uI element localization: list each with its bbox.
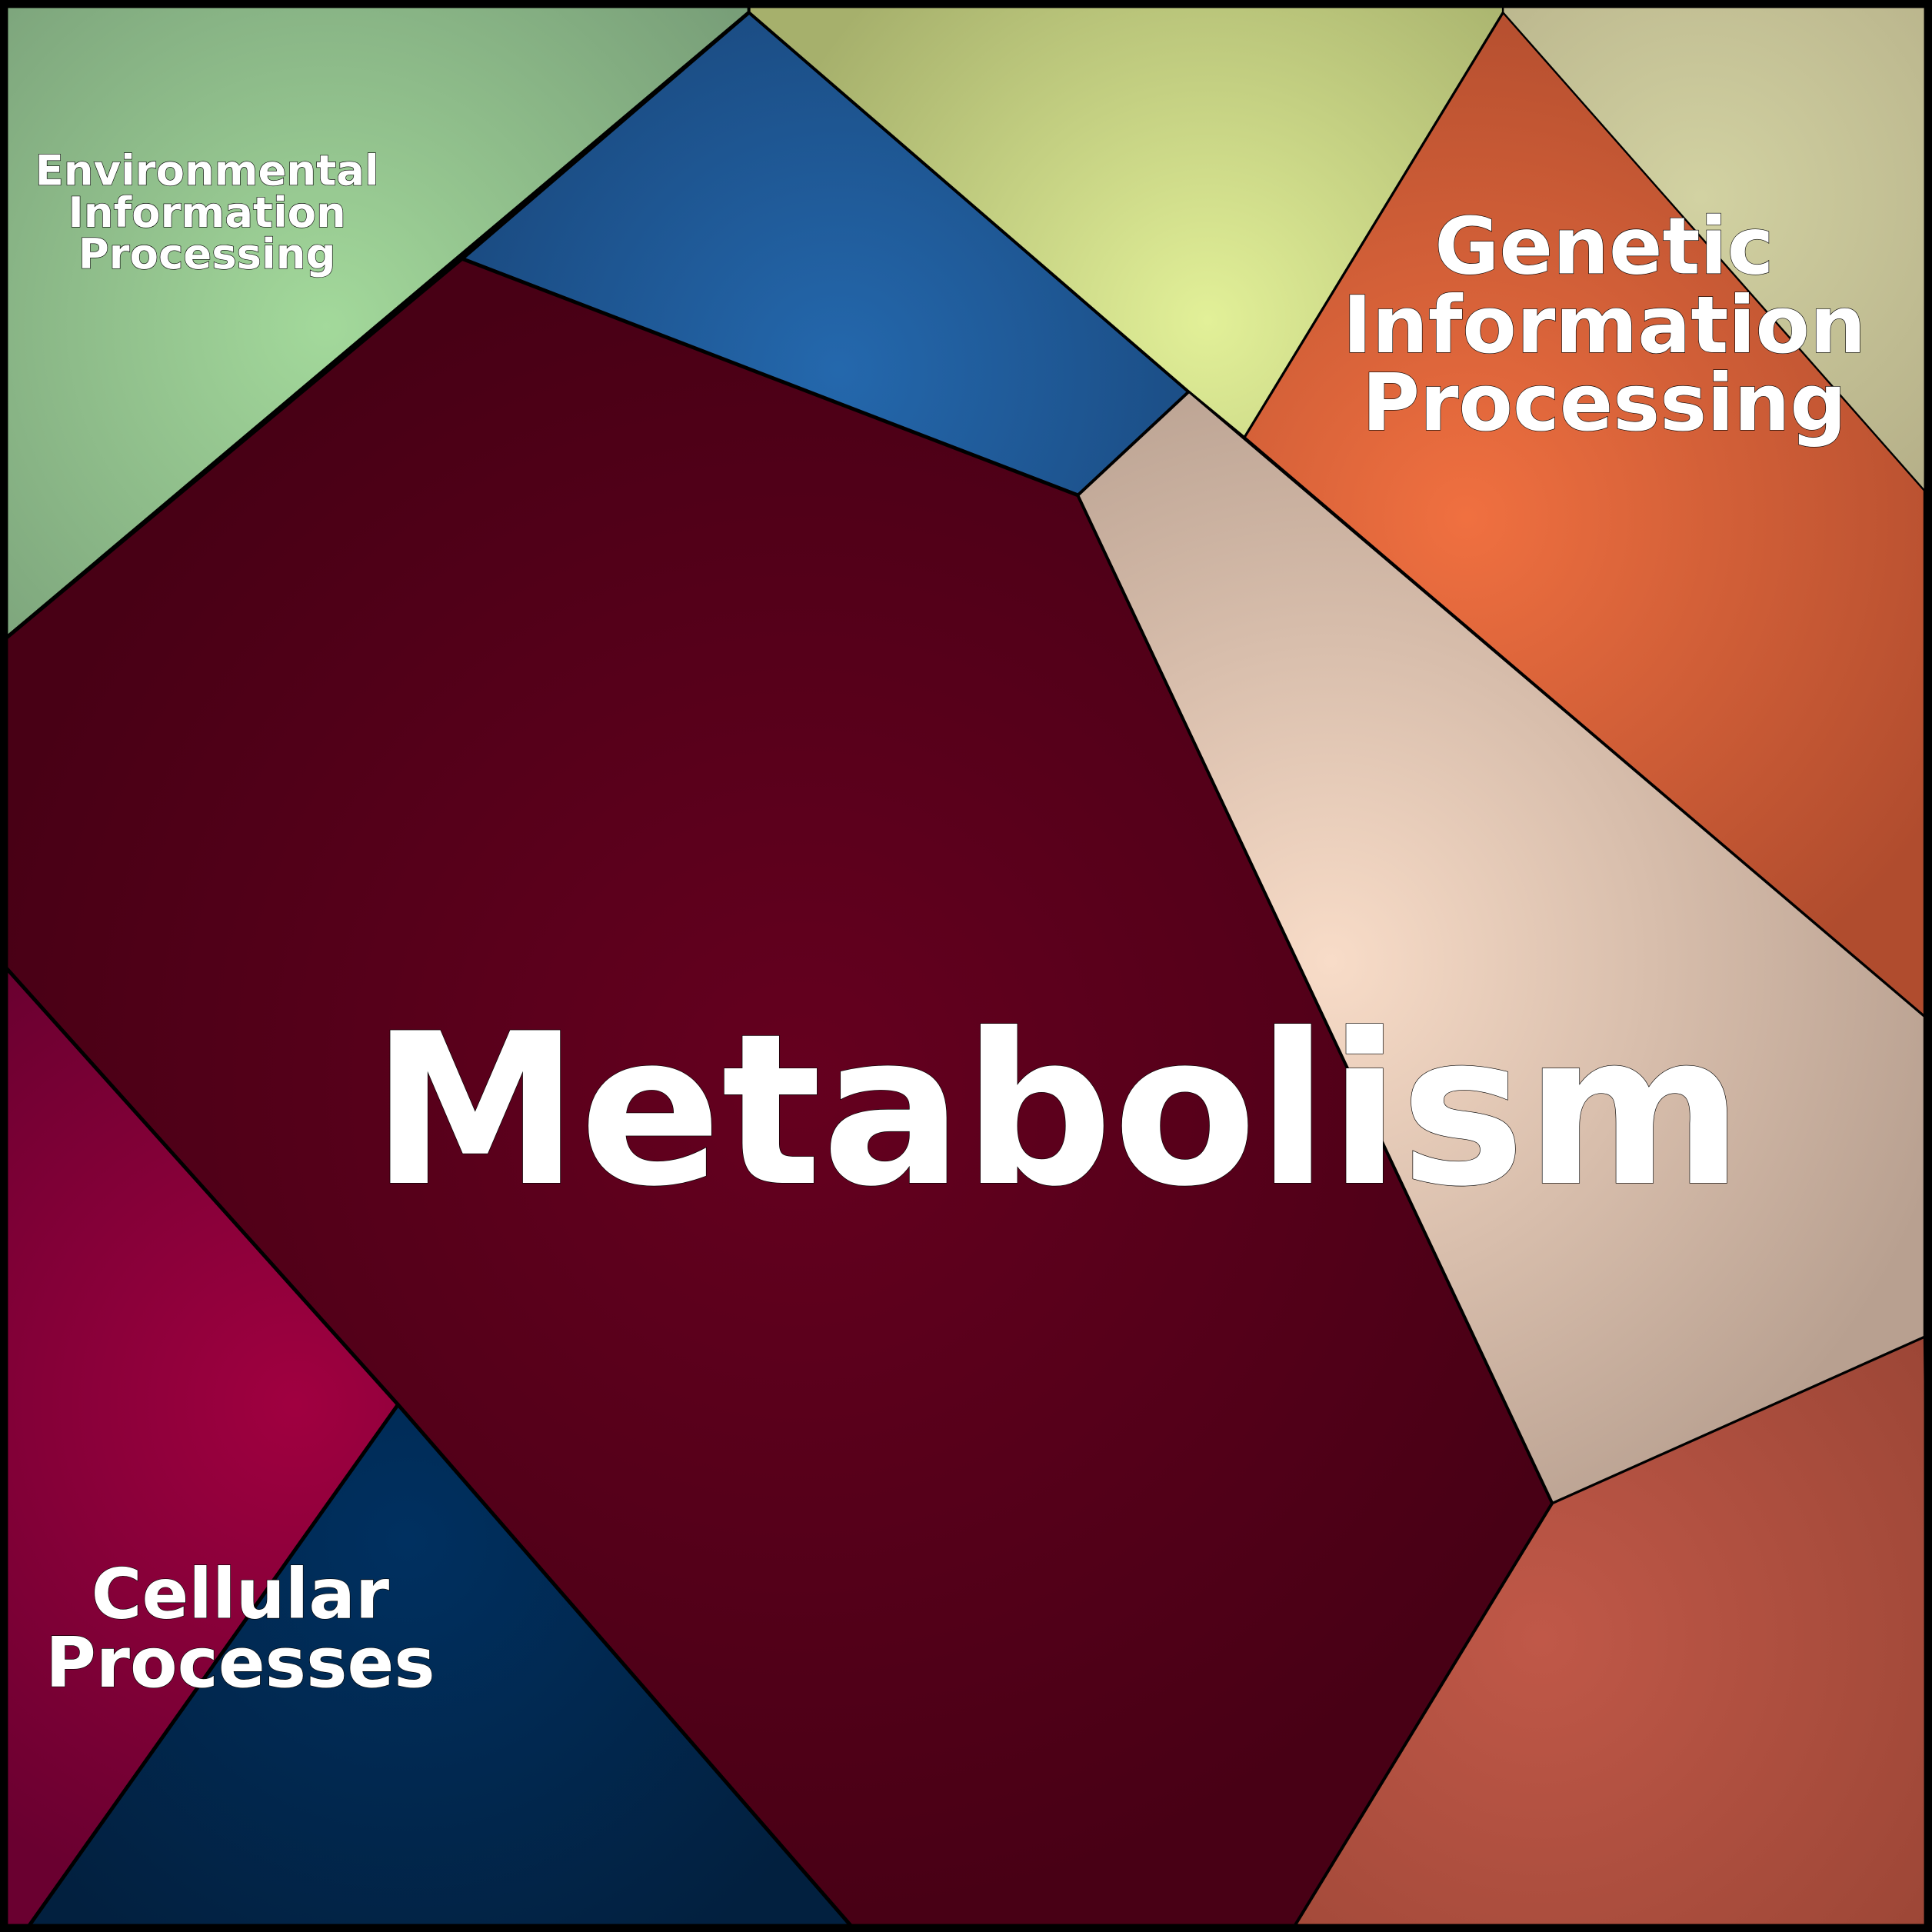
cell-crimson-left [0, 959, 400, 1932]
label-line: Information [68, 188, 345, 237]
label-line: Environmental [35, 145, 379, 195]
label-line: Processes [45, 1624, 435, 1704]
cell-bottom-right [1290, 1335, 1932, 1932]
label-cellular: Cellular Processes [45, 1554, 435, 1704]
label-environmental: Environmental Information Processing [35, 145, 379, 279]
label-genetic: Genetic Information Processing [1342, 201, 1867, 450]
cell-cellular [22, 1402, 858, 1932]
label-line: Processing [78, 229, 336, 278]
label-line: Information [1343, 280, 1866, 371]
label-line: Genetic [1434, 202, 1774, 293]
label-metabolism: Metabolism [371, 989, 1743, 1233]
label-line: Processing [1362, 358, 1847, 449]
label-line: Cellular [92, 1554, 390, 1634]
